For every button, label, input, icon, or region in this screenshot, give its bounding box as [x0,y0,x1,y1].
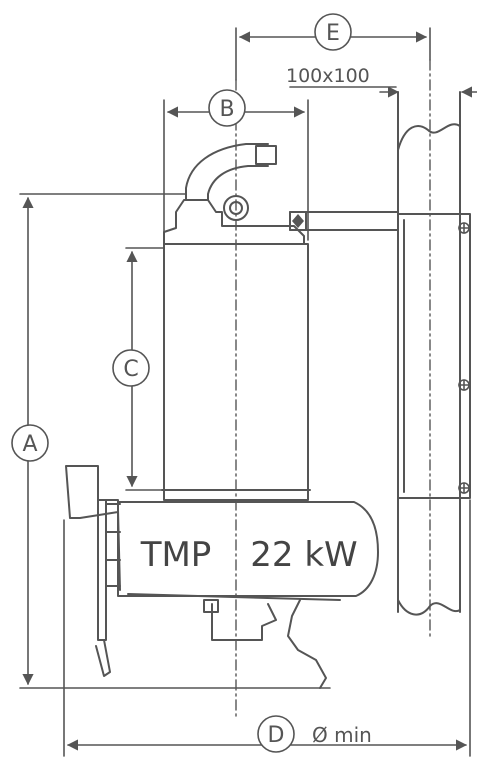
duckfoot-bend [65,465,121,677]
centre-lines [235,59,431,721]
label-e: E [326,21,340,46]
label-circles [11,13,352,753]
dimension-lines [19,27,477,757]
model-label: TMP [140,535,212,575]
label-d: D [268,723,285,748]
rail-bolts [458,222,470,494]
guide-arm [289,211,399,231]
guide-rail [397,91,471,616]
volute [117,501,379,689]
label-a: A [22,432,37,457]
label-c: C [123,357,138,382]
square-size-label: 100x100 [286,65,370,87]
label-b: B [219,97,234,122]
power-label: 22 kW [250,535,357,575]
diameter-note: Ø min [312,723,372,747]
cable-entry [185,143,277,201]
